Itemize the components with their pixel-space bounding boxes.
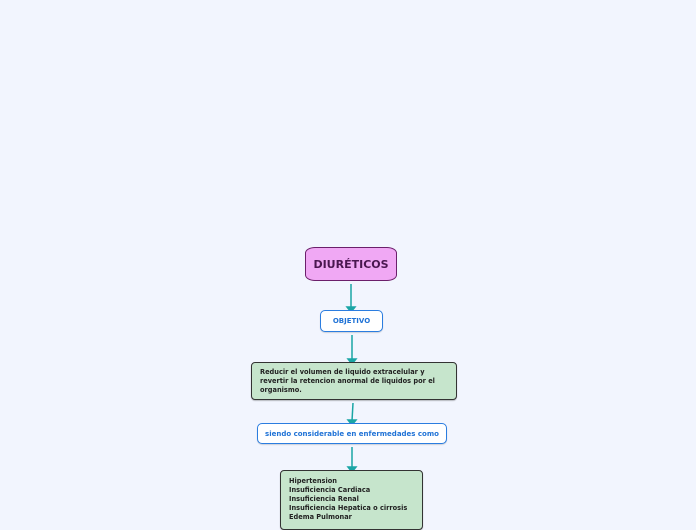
connector-line <box>351 402 354 422</box>
central-topic[interactable]: DIURÉTICOS <box>305 247 397 281</box>
enfermedades-node[interactable]: Hipertension Insuficiencia Cardiaca Insu… <box>280 470 423 530</box>
arrow-icon <box>345 306 357 314</box>
list-item: Insuficiencia Cardiaca <box>289 486 371 494</box>
list-item: Hipertension <box>289 477 337 485</box>
objetivo-node[interactable]: OBJETIVO <box>320 310 383 332</box>
arrow-icon <box>346 466 358 474</box>
siendo-label: siendo considerable en enfermedades como <box>265 429 439 438</box>
list-item: Edema Pulmonar <box>289 513 352 521</box>
reducir-label: Reducir el volumen de liquido extracelul… <box>260 368 435 394</box>
list-item: Insuficiencia Hepatica o cirrosis <box>289 504 408 512</box>
arrow-icon <box>346 419 358 427</box>
reducir-node[interactable]: Reducir el volumen de liquido extracelul… <box>251 362 457 400</box>
list-item: Insuficiencia Renal <box>289 495 359 503</box>
arrow-icon <box>346 358 358 366</box>
siendo-node[interactable]: siendo considerable en enfermedades como <box>257 423 447 444</box>
objetivo-label: OBJETIVO <box>332 317 371 325</box>
central-topic-label: DIURÉTICOS <box>313 257 389 271</box>
